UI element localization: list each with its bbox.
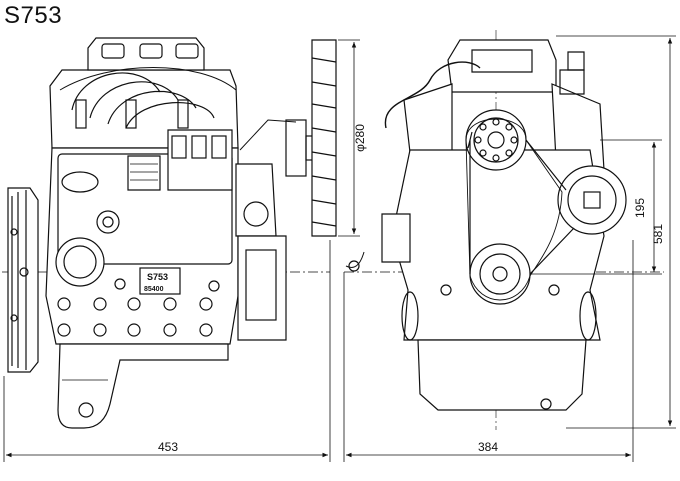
front-view (344, 30, 664, 430)
dim-fan-diameter: φ280 (353, 124, 367, 152)
plate-label: S753 (147, 272, 168, 282)
dim-right-width: 384 (478, 440, 498, 454)
dimension-lines (3, 35, 676, 462)
dim-pulley-height: 195 (633, 198, 647, 218)
dim-left-width: 453 (158, 440, 178, 454)
diagram-title: S753 (4, 2, 63, 29)
dim-total-height: 581 (651, 224, 665, 244)
side-view (2, 37, 337, 429)
plate-number: 85400 (144, 286, 164, 293)
